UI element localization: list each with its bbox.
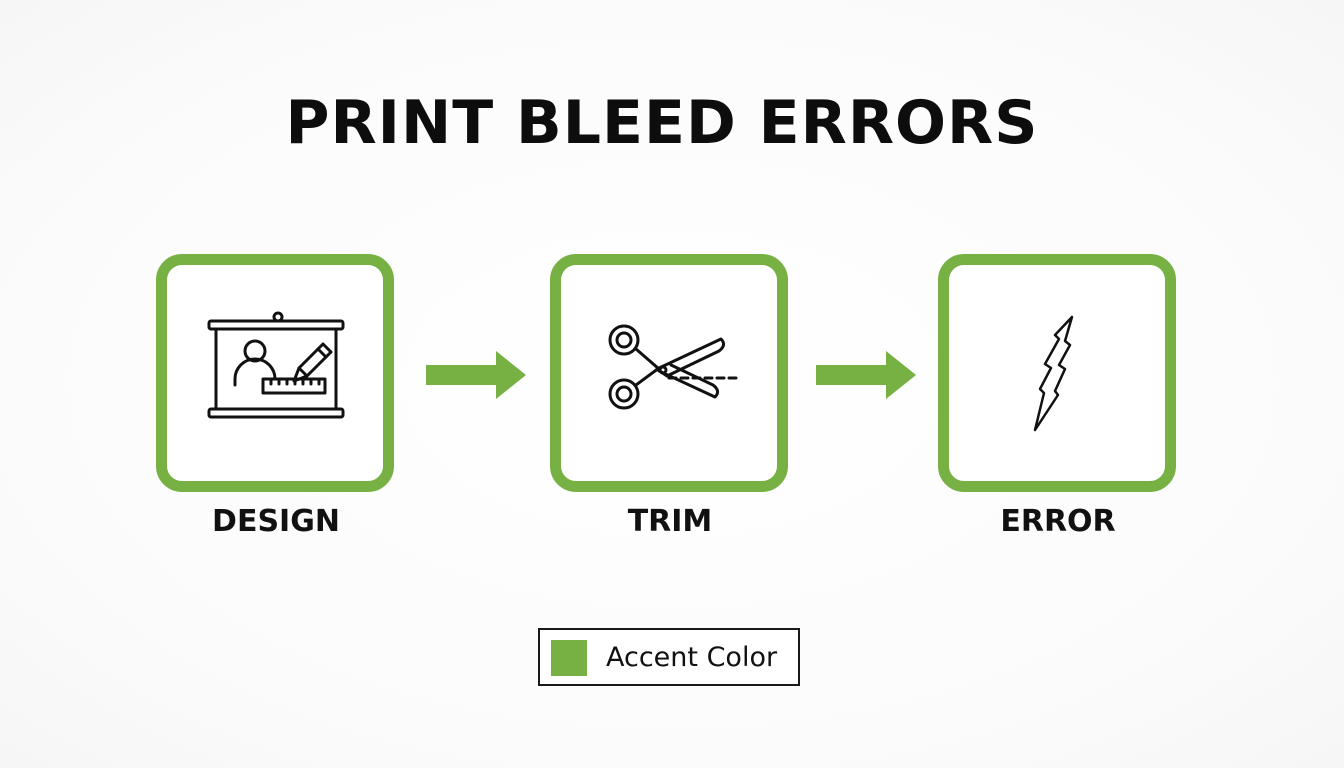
legend-swatch [551, 640, 587, 676]
step-label-error: ERROR [1000, 504, 1116, 539]
scissors-icon [608, 324, 741, 410]
legend-label: Accent Color [606, 642, 778, 673]
step-box-trim [550, 254, 788, 492]
step-box-error [938, 254, 1176, 492]
design-board-icon [207, 311, 345, 419]
arrow-right-icon [426, 351, 526, 399]
step-box-design [156, 254, 394, 492]
legend: Accent Color [538, 628, 800, 686]
diagram-title: PRINT BLEED ERRORS [285, 88, 1039, 158]
tear-icon [1033, 315, 1074, 432]
step-label-trim: TRIM [627, 504, 713, 539]
step-label-design: DESIGN [212, 504, 340, 539]
arrow-right-icon [816, 351, 916, 399]
